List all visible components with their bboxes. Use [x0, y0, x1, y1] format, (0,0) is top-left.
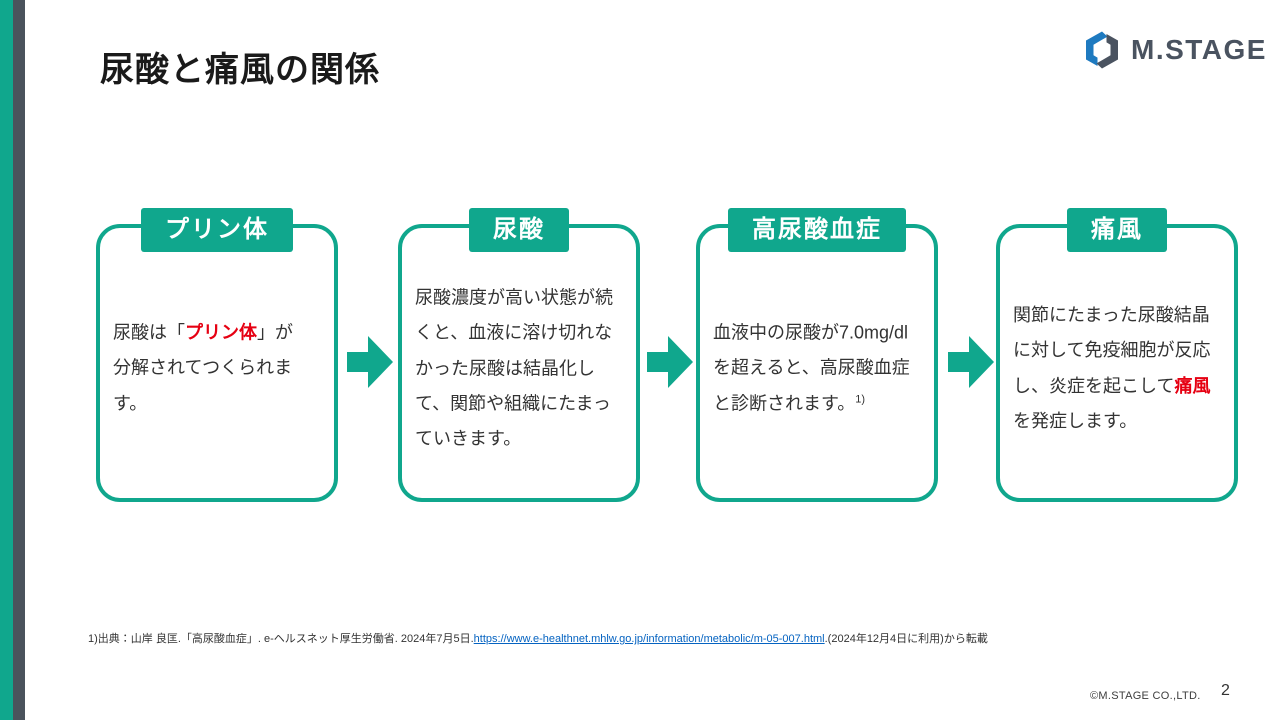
slide-title: 尿酸と痛風の関係 — [100, 51, 380, 89]
citation-text: 1)出典：山岸 良匡.「高尿酸血症」. e-ヘルスネット厚生労働省. 2024年… — [88, 633, 988, 645]
step-body-gout: 関節にたまった尿酸結晶に対して免疫細胞が反応し、炎症を起こして痛風を発症します。 — [1013, 305, 1211, 431]
flow-step-uric-acid: 尿酸 尿酸濃度が高い状態が続くと、血液に溶け切れなかった尿酸は結晶化して、関節や… — [398, 208, 640, 502]
company-logo: M.STAGE — [1082, 30, 1267, 70]
flow-step-gout: 痛風 関節にたまった尿酸結晶に対して免疫細胞が反応し、炎症を起こして痛風を発症し… — [996, 208, 1238, 502]
flow-arrow-right-icon — [647, 336, 693, 388]
step-header-gout: 痛風 — [1067, 208, 1167, 252]
step-header-hyperuricemia: 高尿酸血症 — [728, 208, 906, 252]
step-body-hyperuricemia: 血液中の尿酸が7.0mg/dlを超えると、高尿酸血症と診断されます。1) — [713, 322, 910, 413]
page-number: 2 — [1221, 682, 1230, 699]
left-accent-bar-dark — [13, 0, 25, 720]
step-body-purine: 尿酸は「プリン体」が分解されてつくられます。 — [113, 322, 293, 413]
copyright-notice: ©M.STAGE CO.,LTD. — [1090, 690, 1201, 702]
flow-step-hyperuricemia: 高尿酸血症 血液中の尿酸が7.0mg/dlを超えると、高尿酸血症と診断されます。… — [696, 208, 938, 502]
flow-arrow-right-icon — [347, 336, 393, 388]
flow-step-purine: プリン体 尿酸は「プリン体」が分解されてつくられます。 — [96, 208, 338, 502]
step-header-purine: プリン体 — [141, 208, 293, 252]
logo-wordmark: M.STAGE — [1131, 34, 1267, 65]
left-accent-bar-teal — [0, 0, 13, 720]
step-header-uric-acid: 尿酸 — [469, 208, 569, 252]
citation-link[interactable]: https://www.e-healthnet.mhlw.go.jp/infor… — [473, 633, 825, 645]
step-body-uric-acid: 尿酸濃度が高い状態が続くと、血液に溶け切れなかった尿酸は結晶化して、関節や組織に… — [415, 287, 613, 449]
mstage-hexagon-logo-icon — [1082, 30, 1122, 70]
flow-arrow-right-icon — [948, 336, 994, 388]
